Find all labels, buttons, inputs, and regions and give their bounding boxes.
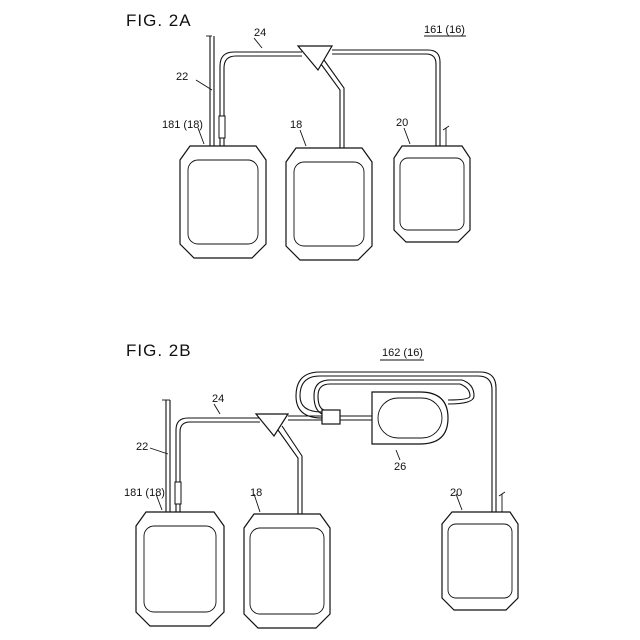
leader-26 — [396, 450, 400, 460]
leader-20-a — [404, 128, 410, 144]
y-connector-b — [256, 414, 288, 436]
label-181-a: 181 (18) — [162, 119, 203, 131]
label-24-a: 24 — [254, 27, 266, 39]
label-162: 162 (16) — [382, 347, 423, 359]
label-22-b: 22 — [136, 441, 148, 453]
tube-22-a — [206, 36, 214, 146]
label-20-a: 20 — [396, 117, 408, 129]
figure-2a: FIG. 2A — [126, 11, 470, 260]
label-26: 26 — [394, 461, 406, 473]
leader-22-b — [150, 448, 168, 454]
label-20-b: 20 — [450, 487, 462, 499]
tube-24-b — [175, 418, 260, 512]
filter-26 — [372, 392, 448, 444]
label-18-b: 18 — [250, 487, 262, 499]
label-24-b: 24 — [212, 393, 224, 405]
bag-20-b — [442, 512, 518, 610]
y-connector-a — [298, 46, 332, 70]
bag-181-b — [136, 512, 224, 626]
figure-2b: FIG. 2B — [124, 341, 518, 628]
figure-2b-title: FIG. 2B — [126, 341, 192, 360]
small-connector-b — [322, 410, 340, 424]
leader-18-a — [300, 130, 306, 146]
bag-18-a — [286, 148, 372, 260]
leader-24-b — [214, 404, 220, 414]
bag-18-b — [244, 514, 330, 628]
line-to-bag-20-a — [332, 50, 449, 146]
label-161: 161 (16) — [424, 24, 465, 36]
bag-181-a — [180, 146, 266, 258]
tube-24-a — [219, 52, 302, 146]
bag-20-a — [394, 146, 470, 242]
label-22-a: 22 — [176, 71, 188, 83]
figure-2a-title: FIG. 2A — [126, 11, 192, 30]
branch-to-bag-18-b — [278, 426, 302, 514]
leader-24-a — [254, 38, 262, 48]
label-181-b: 181 (18) — [124, 487, 165, 499]
label-18-a: 18 — [290, 119, 302, 131]
branch-to-bag-18-a — [321, 60, 344, 148]
